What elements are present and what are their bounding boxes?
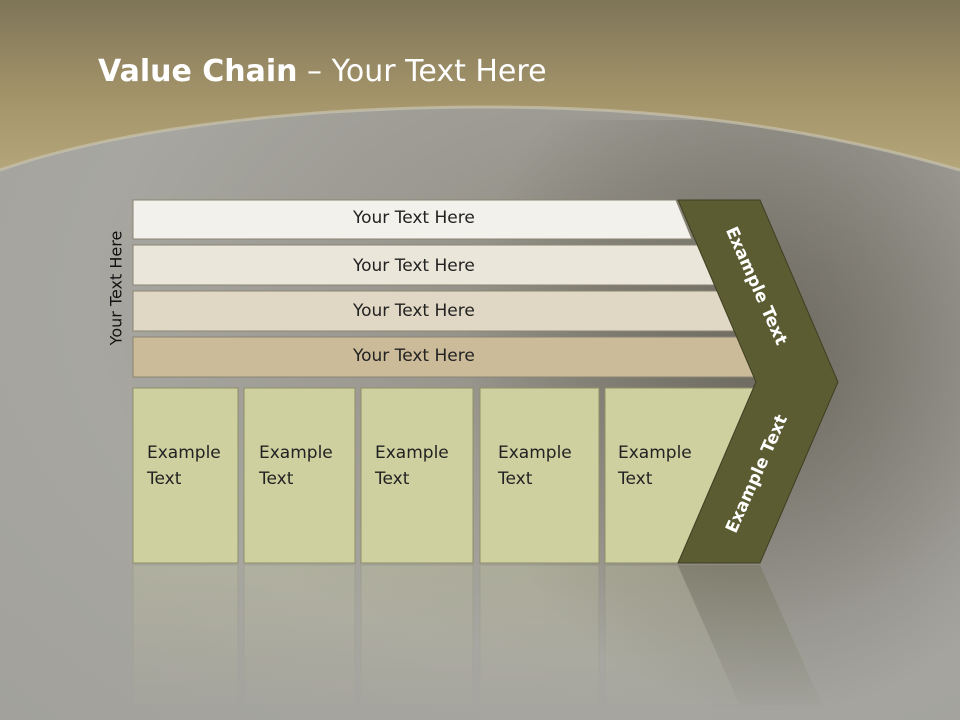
- cell-box-4: [479, 387, 600, 564]
- row-label-4: Your Text Here: [353, 346, 475, 366]
- row-label-3: Your Text Here: [353, 301, 475, 321]
- cell-box-1: [132, 387, 239, 564]
- chevron-arrow: [677, 199, 839, 564]
- cell-box-2: [243, 387, 356, 564]
- cell-box-3: [360, 387, 474, 564]
- row-label-2: Your Text Here: [353, 256, 475, 276]
- row-label-1: Your Text Here: [353, 208, 475, 228]
- row-band-1: [132, 199, 693, 240]
- page-title: Value Chain – Your Text Here: [98, 54, 547, 89]
